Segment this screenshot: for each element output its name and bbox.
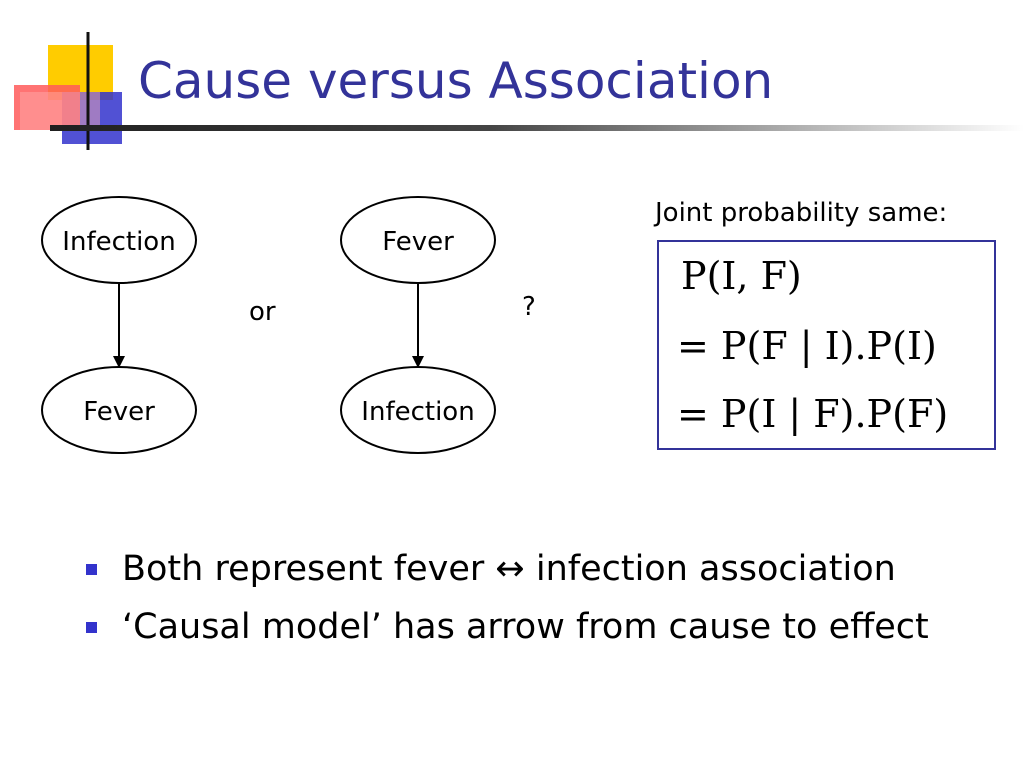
left-diagram: Infection Fever	[41, 196, 197, 454]
bullet-list: Both represent fever ↔ infection associa…	[86, 540, 929, 656]
left-bottom-node	[41, 366, 197, 454]
logo-red-square	[14, 85, 80, 130]
formula-line-1: P(I, F)	[681, 254, 802, 298]
title-underline	[50, 125, 1024, 131]
bullet-text: ‘Causal model’ has arrow from cause to e…	[122, 607, 929, 647]
page-title: Cause versus Association	[138, 52, 774, 110]
question-mark: ?	[522, 292, 536, 322]
formula-box: P(I, F) = P(F | I).P(I) = P(I | F).P(F)	[657, 240, 996, 450]
formula-line-3: = P(I | F).P(F)	[677, 392, 949, 436]
formula-line-2: = P(F | I).P(I)	[677, 324, 937, 368]
right-diagram: Fever Infection	[340, 196, 496, 454]
right-bottom-node-label: Infection	[361, 397, 474, 427]
list-item: ‘Causal model’ has arrow from cause to e…	[86, 598, 929, 656]
left-bottom-node-label: Fever	[83, 397, 155, 427]
right-bottom-node	[340, 366, 496, 454]
right-top-node-label: Fever	[382, 227, 454, 257]
bullet-text: Both represent fever ↔ infection associa…	[122, 549, 896, 589]
bullet-square-icon	[86, 621, 97, 633]
bullet-square-icon	[86, 563, 97, 575]
list-item: Both represent fever ↔ infection associa…	[86, 540, 929, 598]
slide-logo	[14, 32, 122, 150]
or-connector: or	[249, 297, 276, 327]
joint-probability-label: Joint probability same:	[655, 198, 948, 228]
left-top-node-label: Infection	[62, 227, 175, 257]
